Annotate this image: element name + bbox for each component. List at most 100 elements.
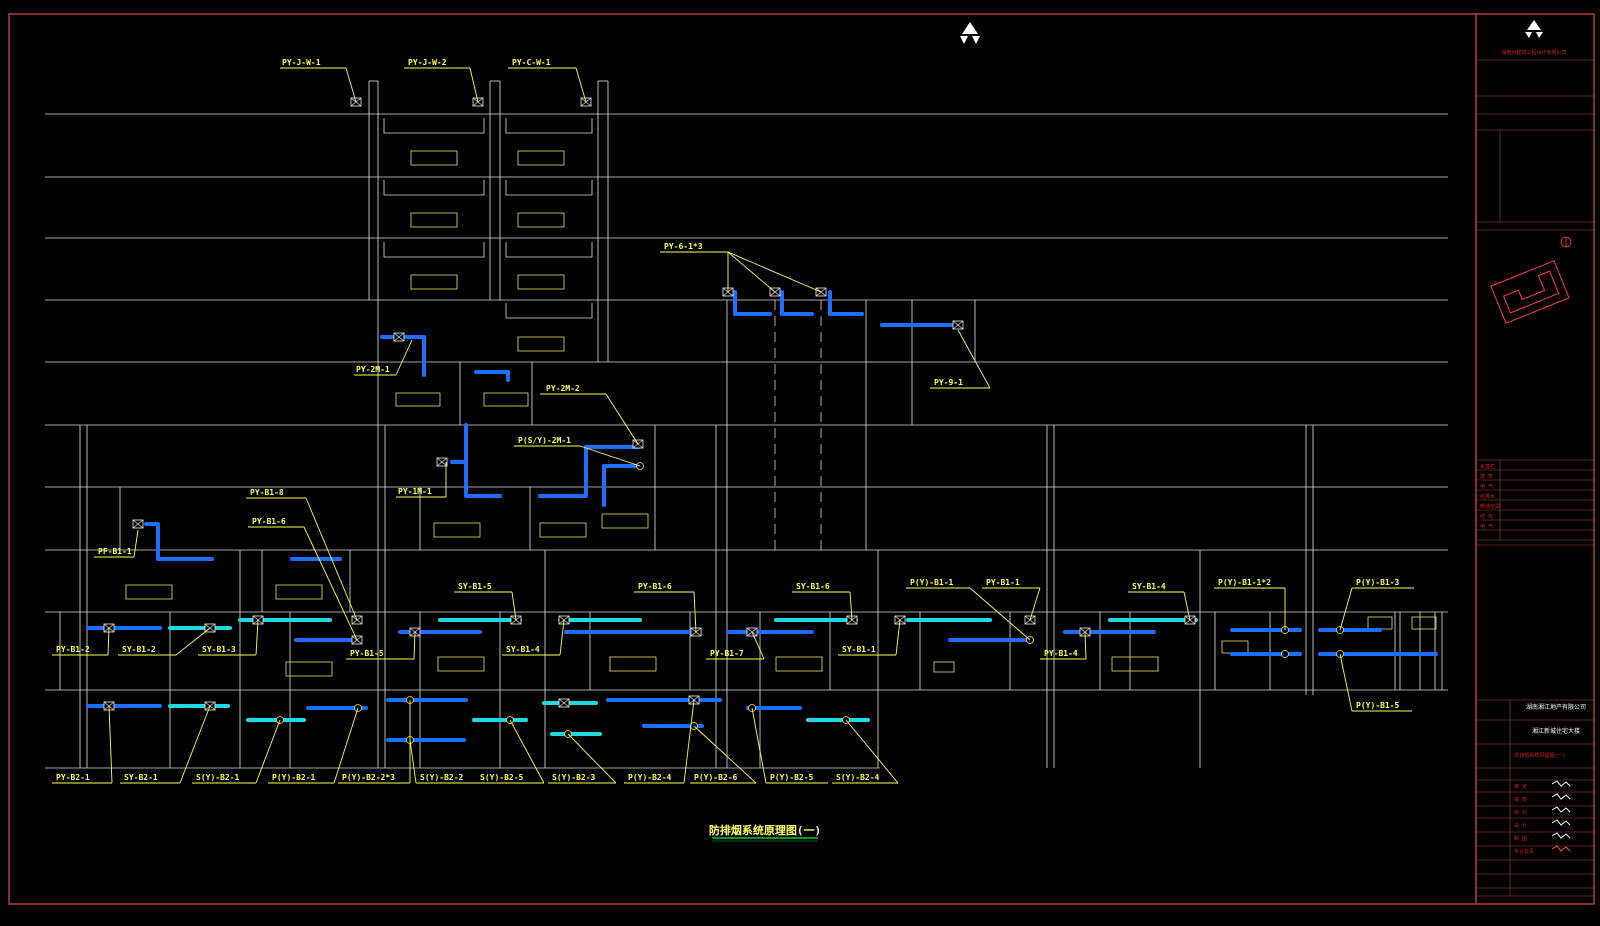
equipment-label: PF-B1-1 (98, 547, 132, 556)
leader-line (303, 526, 358, 641)
signature-mark (1551, 780, 1571, 787)
building-walls (59, 80, 1443, 768)
equipment-label: PY-2M-2 (546, 384, 580, 393)
leader-line (895, 619, 901, 656)
equipment-label: SY-B1-2 (122, 645, 156, 654)
leader-line (179, 705, 211, 784)
drawing-frame (8, 13, 1595, 905)
signature-row-label: 专业负责 (1514, 848, 1534, 855)
exhaust-duct (828, 290, 864, 316)
equipment-label: P(Y)-B2-2*3 (342, 773, 395, 782)
leader-line (1339, 587, 1353, 631)
leader-line (409, 739, 417, 784)
title-block-company: 湖南省建筑工程设计有限公司 (1501, 49, 1566, 56)
signature-row-label: 校 对 (1514, 809, 1527, 816)
title-block-row-label: 给排水 (1480, 493, 1495, 500)
equipment-label: P(Y)-B2-4 (628, 773, 672, 782)
title-block-row-label: 结 构 (1480, 513, 1493, 520)
equipment-label: P(Y)-B1-1 (910, 578, 954, 587)
leader-line (693, 725, 757, 784)
leader-line (751, 707, 767, 784)
room-tag-box (1367, 616, 1393, 630)
room-tag-box (437, 656, 485, 672)
title-block-row-label: 建 筑 (1480, 473, 1493, 480)
leader-line (849, 591, 853, 621)
title-block-grid (1476, 59, 1594, 897)
equipment-label: PY-B1-6 (638, 582, 672, 591)
room-tags (125, 150, 1437, 677)
leader-line (559, 619, 565, 656)
leader-line (395, 339, 413, 376)
leader-line (413, 631, 416, 660)
equipment-label: SY-B1-3 (202, 645, 236, 654)
equipment-label: P(Y)-B2-1 (272, 773, 316, 782)
room-tag-box (933, 661, 955, 673)
leader-line (969, 587, 1031, 641)
leader-line (693, 591, 697, 633)
equipment-label: PY-C-W-1 (512, 58, 551, 67)
equipment-label: PY-B1-8 (250, 488, 284, 497)
room-tag-box (125, 584, 173, 600)
title-block-drawing-name: 防排烟系统原理图(一) (1514, 752, 1565, 759)
signature-row-label: 设 计 (1514, 822, 1527, 829)
equipment-label: PY-J-W-2 (408, 58, 447, 67)
signature-mark (1551, 845, 1571, 852)
room-tag-box (539, 522, 587, 538)
title-block-project: 湘江新城住宅大楼 (1532, 727, 1580, 735)
leader-line (751, 631, 765, 660)
leader-line (107, 627, 110, 656)
exhaust-duct (538, 445, 588, 498)
equipment-label: PY-B1-7 (710, 649, 744, 658)
company-logo-icon (960, 22, 980, 44)
room-tag-box (410, 212, 458, 228)
room-tag-box (517, 274, 565, 290)
room-tag-box (275, 584, 323, 600)
exhaust-duct (450, 423, 468, 464)
equipment-label: PY-B1-4 (1044, 649, 1078, 658)
exhaust-duct (474, 370, 510, 382)
room-tag-box (433, 522, 481, 538)
supply-ducts (168, 618, 1198, 736)
room-tag-box (517, 336, 565, 352)
signature-row-label: 审 定 (1514, 783, 1527, 790)
exhaust-duct (733, 290, 772, 316)
leader-line (1029, 587, 1041, 621)
equipment-label: PY-B1-1 (986, 578, 1020, 587)
leader-line (345, 67, 357, 103)
room-tag-box (517, 212, 565, 228)
leader-line (683, 699, 695, 784)
leader-line (1084, 631, 1087, 660)
equipment-label: SY-B1-4 (506, 645, 540, 654)
dashed-shafts (774, 300, 822, 550)
leader-line (509, 719, 545, 784)
leader-line (133, 529, 139, 558)
equipment-label: PY-2M-1 (356, 365, 390, 374)
fan-icon (393, 332, 405, 342)
leader-lines (52, 67, 1414, 784)
leader-line (511, 591, 517, 621)
room-tag-box (410, 150, 458, 166)
room-tag-box (483, 392, 529, 407)
equipment-label: SY-B1-5 (458, 582, 492, 591)
equipment-label: PY-1M-1 (398, 487, 432, 496)
damper-icon (1281, 650, 1289, 658)
equipment-label: S(Y)-B2-2 (420, 773, 464, 782)
leader-line (469, 67, 479, 103)
equipment-label: PY-6-1*3 (664, 242, 703, 251)
leader-line (727, 251, 822, 293)
leader-line (1183, 591, 1191, 621)
site-key-plan (1490, 260, 1570, 324)
title-block-row-label: 会签栏 (1480, 463, 1495, 470)
drawing-title: 防排烟系统原理图(一) (709, 823, 821, 837)
room-tag-box (609, 656, 657, 672)
leader-line (255, 619, 259, 656)
room-tag-box (601, 513, 649, 529)
equipment-label: PY-B1-5 (350, 649, 384, 658)
leader-line (567, 733, 617, 784)
exhaust-duct (144, 522, 214, 561)
equipment-label: S(Y)-B2-1 (196, 773, 240, 782)
signature-row-label: 制 图 (1514, 835, 1527, 842)
